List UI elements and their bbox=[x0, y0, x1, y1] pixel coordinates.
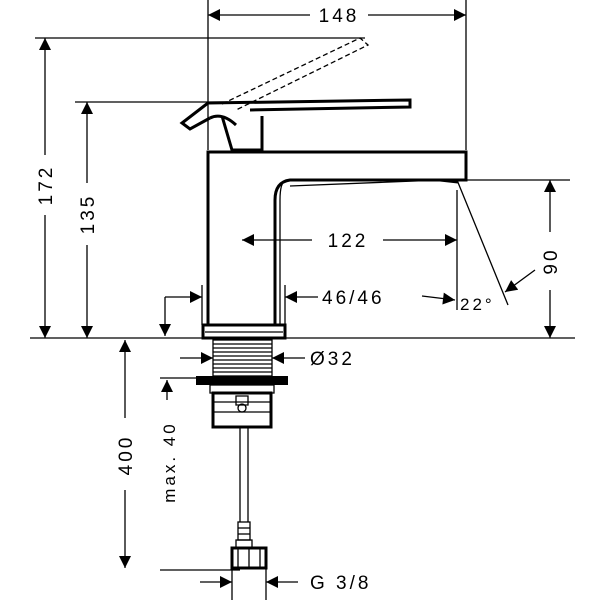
dim-height-spout: 135 bbox=[78, 194, 99, 235]
dim-thread: G 3/8 bbox=[310, 573, 371, 594]
dim-width-total: 148 bbox=[319, 6, 360, 27]
dim-spout-height: 90 bbox=[541, 247, 562, 274]
faucet-body bbox=[179, 37, 468, 570]
dim-hose-length: 400 bbox=[116, 435, 137, 476]
dim-reach: 122 bbox=[328, 231, 369, 252]
dim-max-thickness: max. 40 bbox=[160, 421, 179, 502]
dim-height-total: 172 bbox=[36, 165, 57, 206]
extension-lines bbox=[30, 0, 575, 571]
dim-diameter: Ø32 bbox=[310, 349, 355, 370]
dim-angle: 22° bbox=[460, 295, 495, 314]
thread-lines bbox=[213, 343, 272, 373]
dim-base-offset: 46/46 bbox=[322, 288, 385, 309]
dimension-lines bbox=[39, 9, 556, 600]
